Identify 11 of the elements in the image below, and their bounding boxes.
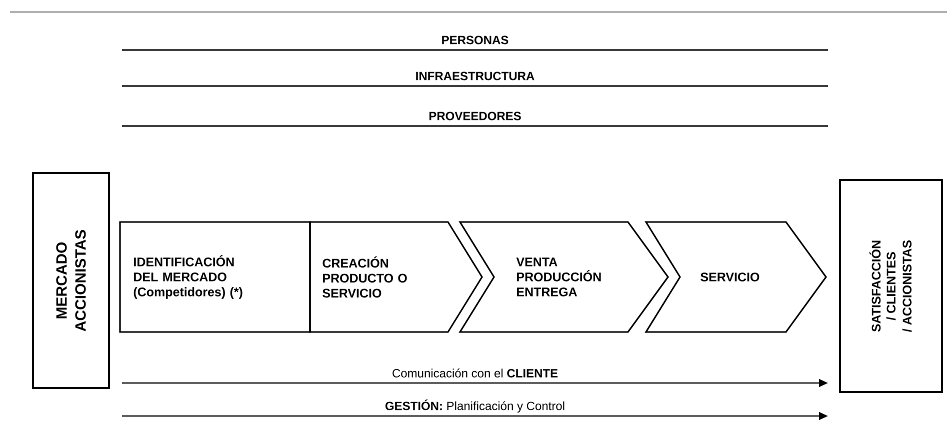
band-label: PROVEEDORES (429, 112, 521, 120)
stage-box: CREACIÓN PRODUCTO O SERVICIO (309, 221, 483, 333)
stage-box: VENTA PRODUCCIÓN ENTREGA (458, 221, 669, 333)
band-label: INFRAESTRUCTURA (416, 72, 534, 80)
stage-box: IDENTIFICACIÓN DEL MERCADO (Competidores) (*) (119, 221, 311, 333)
side-box: MERCADO ACCIONISTAS (32, 172, 110, 389)
band-label: PERSONAS (442, 36, 508, 44)
stage-box: SERVICIO (644, 221, 827, 333)
arrow-label: Comunicación con el CLIENTE (392, 368, 558, 378)
side-box: SATISFACCIÓN / CLIENTES / ACCIONISTAS (839, 179, 943, 393)
arrow-label: GESTIÓN: Planificación y Control (385, 399, 564, 413)
